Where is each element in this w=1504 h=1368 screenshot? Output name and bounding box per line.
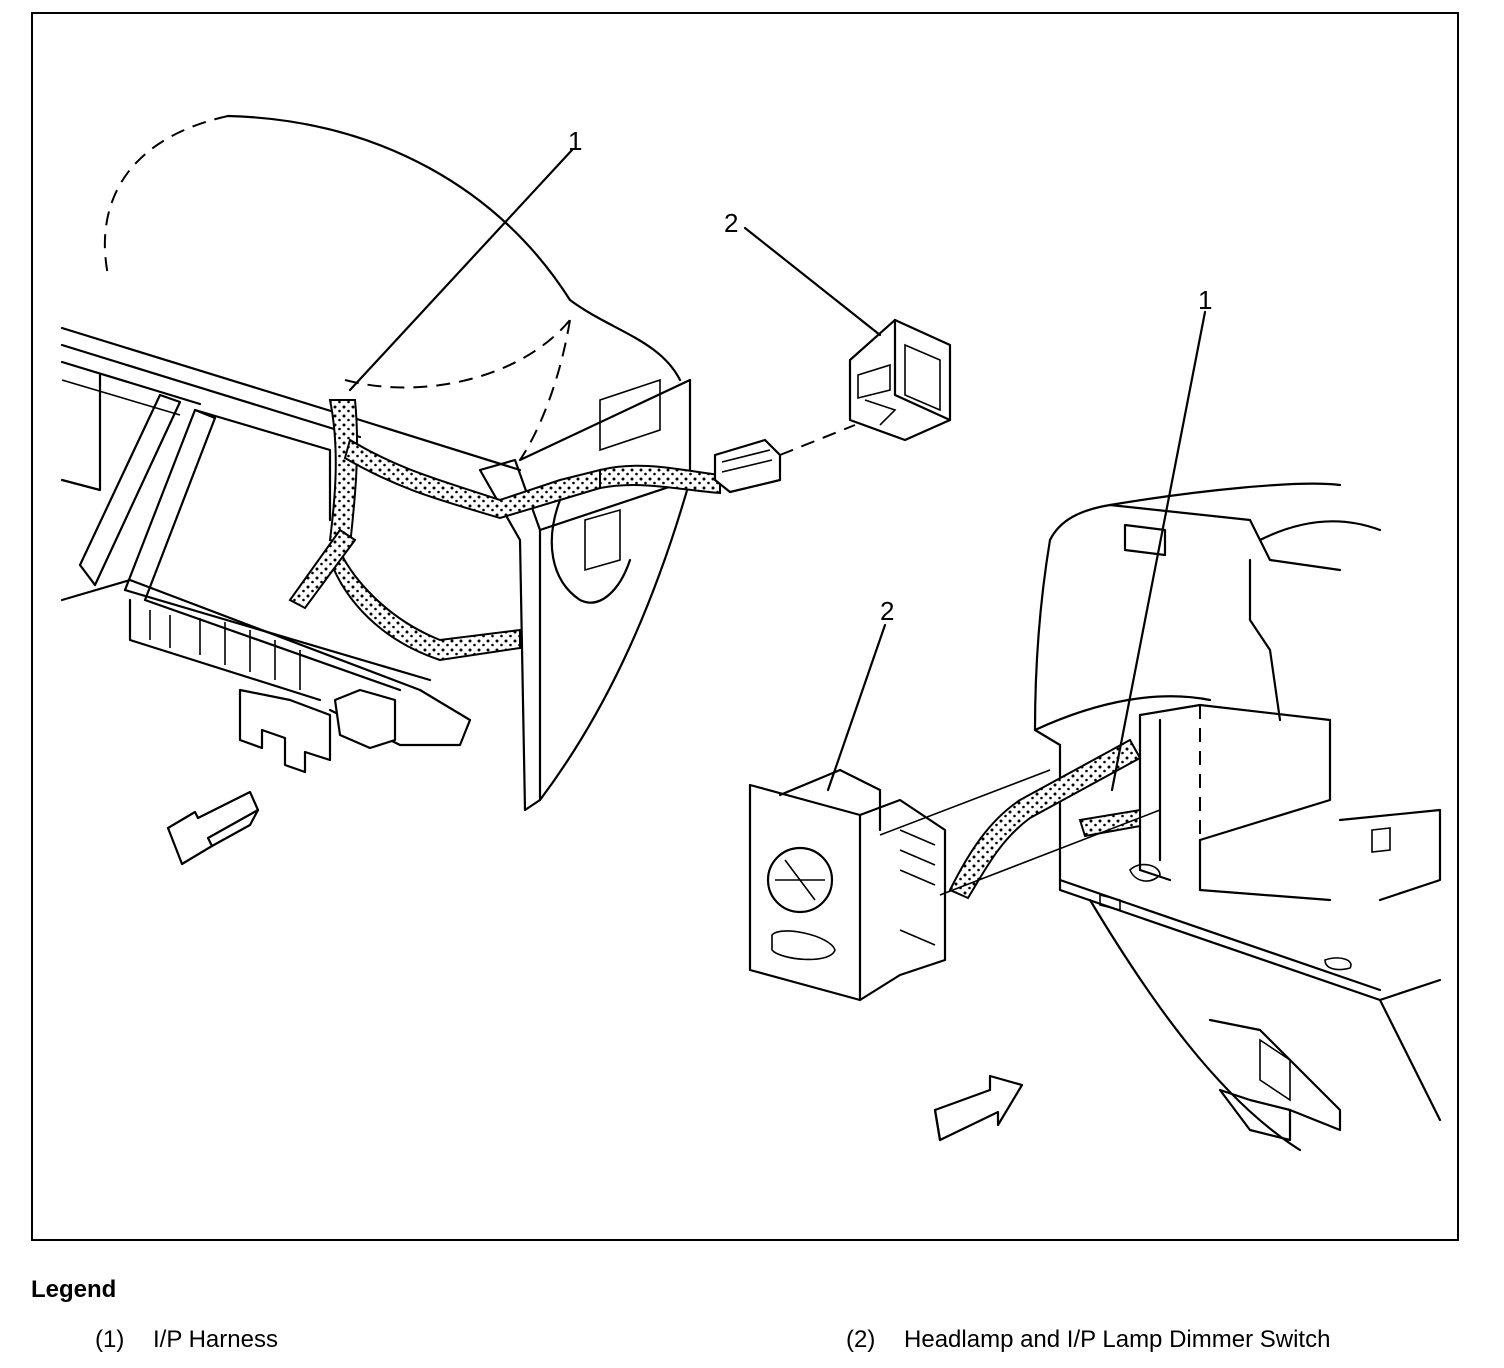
callout-2-lower: 2 <box>880 596 894 626</box>
switch-installation-view <box>748 482 1442 1152</box>
callout-1-right-leader <box>1110 310 1207 792</box>
callouts: 1 2 1 2 <box>348 126 1212 792</box>
legend-item-dimmer-switch: (2) Headlamp and I/P Lamp Dimmer Switch <box>846 1326 1330 1354</box>
instrument-panel-view <box>60 114 952 866</box>
callout-2-lower-leader <box>826 623 887 792</box>
legend-item-number: (2) <box>846 1326 876 1353</box>
legend-item-text: I/P Harness <box>153 1326 278 1353</box>
callout-1-left: 1 <box>568 126 582 156</box>
legend-item-text: Headlamp and I/P Lamp Dimmer Switch <box>904 1326 1331 1353</box>
legend-item-ip-harness: (1) I/P Harness <box>95 1326 278 1354</box>
callout-1-left-leader <box>348 148 574 392</box>
dimmer-switch-installation-diagram: 1 2 1 2 <box>60 114 1442 1152</box>
callout-2-top-leader <box>743 226 882 337</box>
legend-item-number: (1) <box>95 1326 125 1353</box>
callout-1-right: 1 <box>1198 285 1212 315</box>
legend-title: Legend <box>31 1276 117 1303</box>
callout-2-top: 2 <box>724 208 738 238</box>
figure-frame <box>31 12 1459 1241</box>
